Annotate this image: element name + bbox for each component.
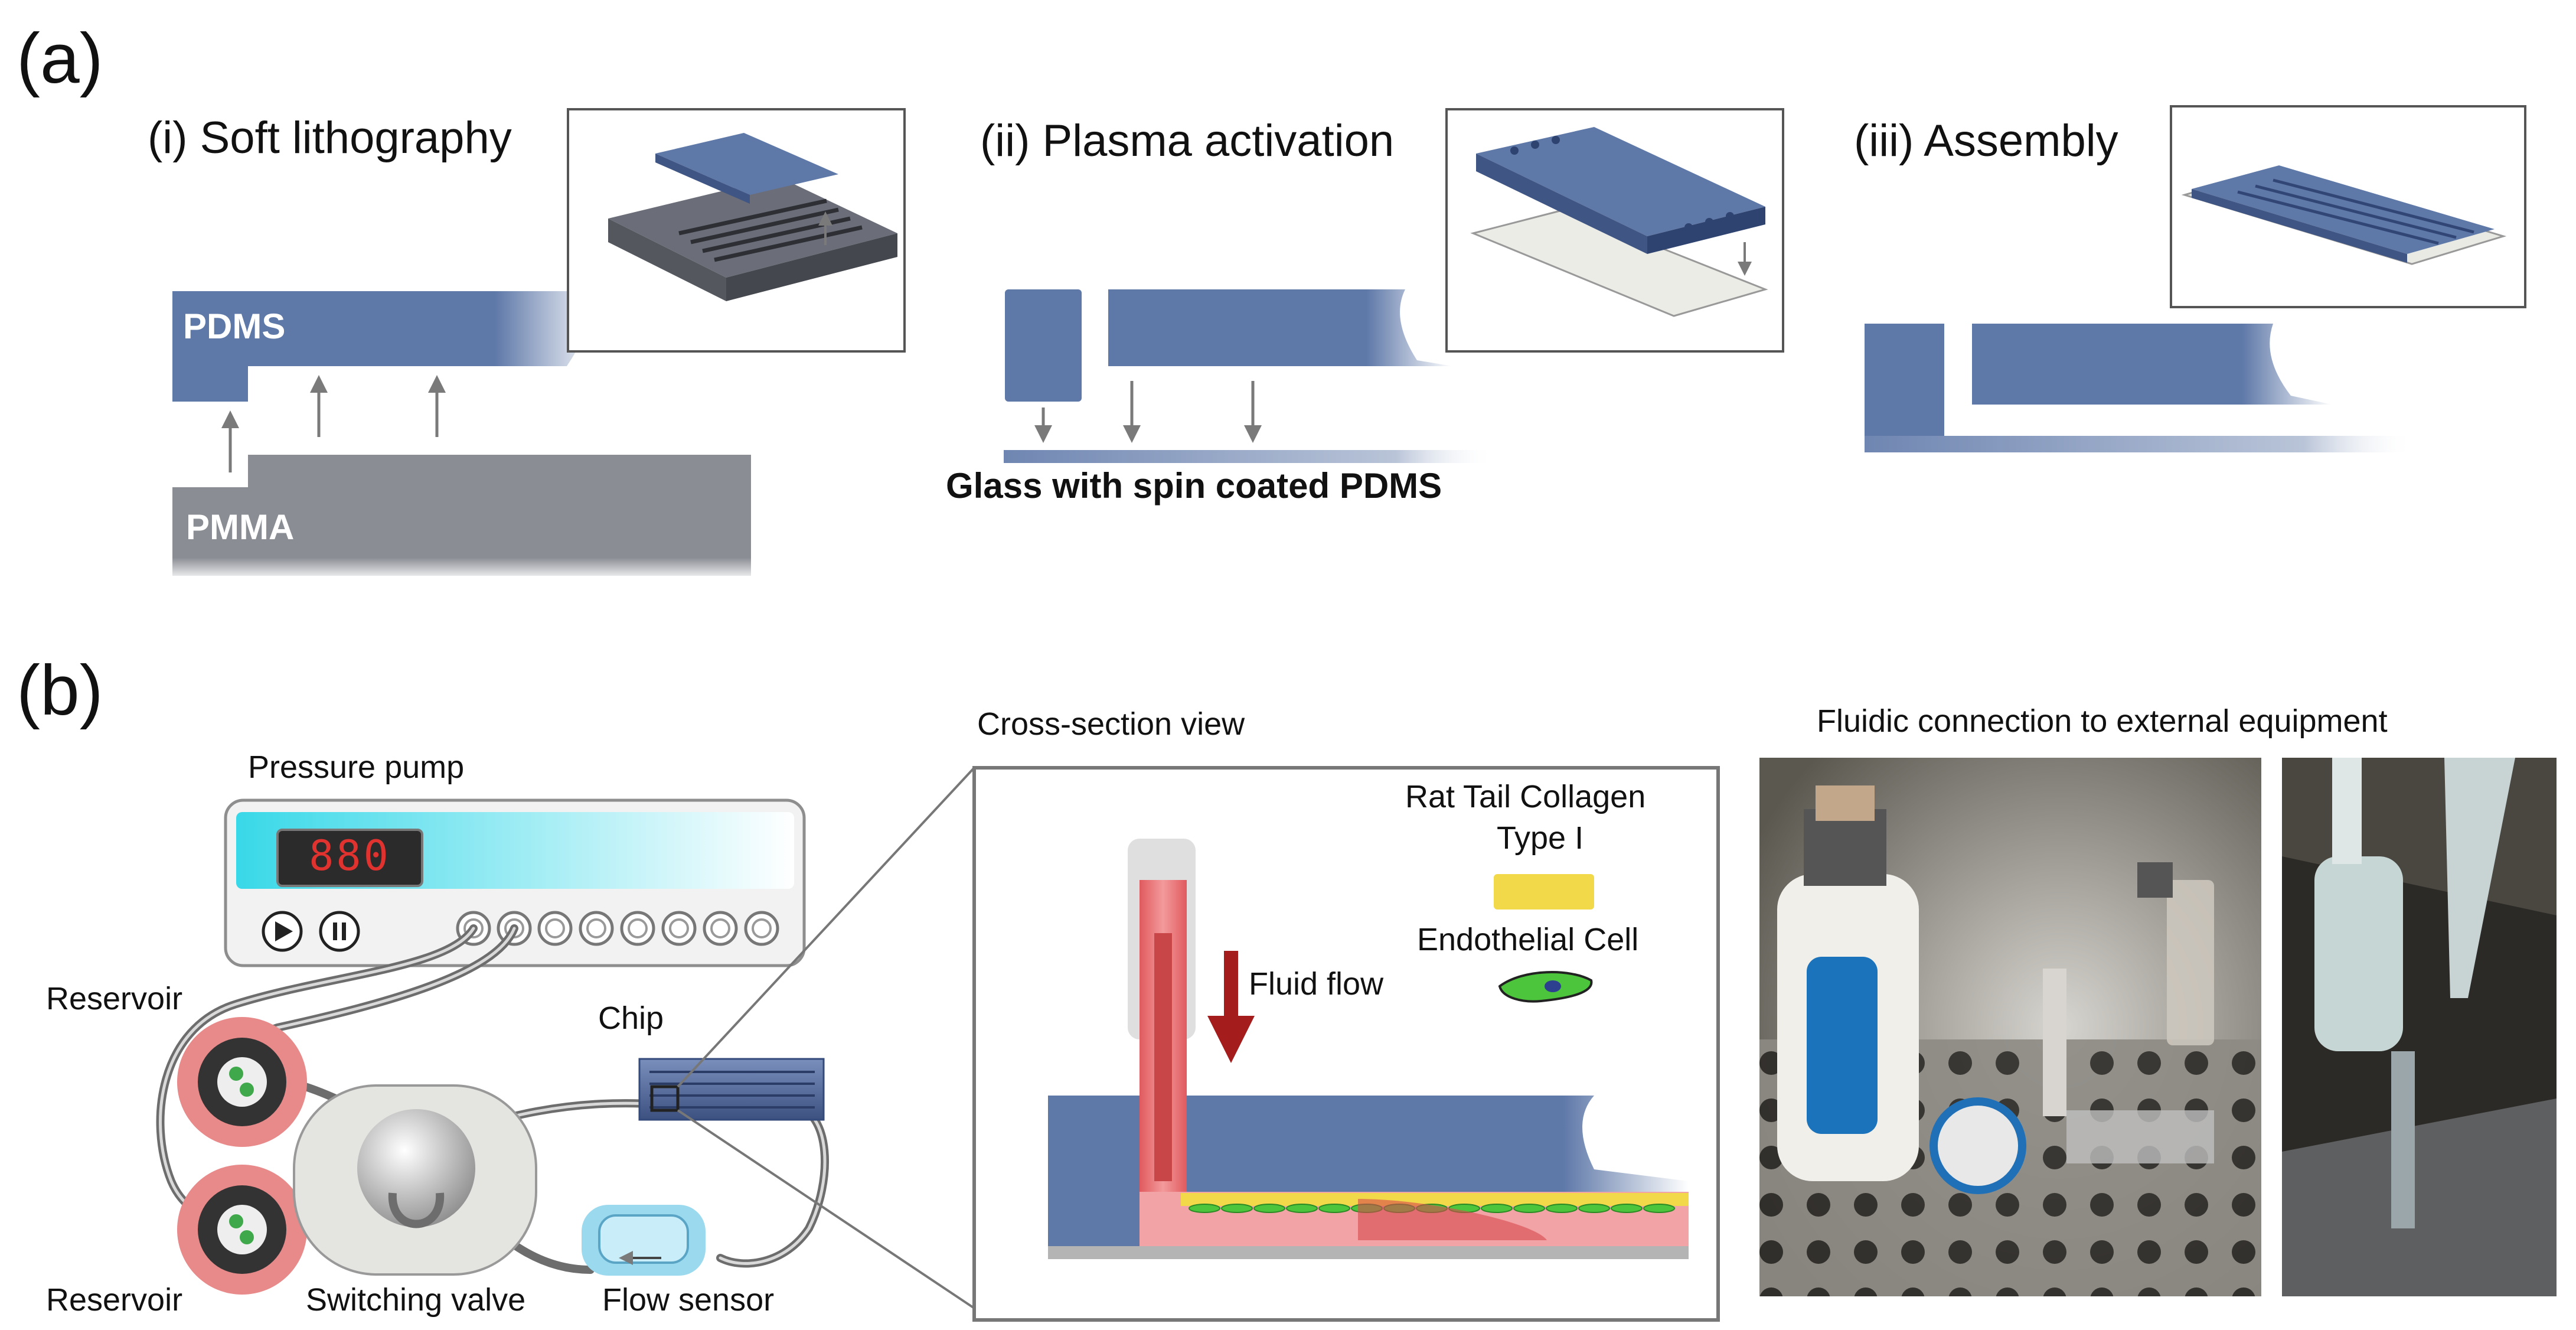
switching-valve: [293, 1084, 537, 1276]
glass-label: Glass with spin coated PDMS: [946, 466, 1442, 506]
plasma-activation-step: [1004, 108, 1784, 463]
collagen-legend-line1: Rat Tail Collagen: [1405, 779, 1646, 814]
pdms-layer: [172, 291, 602, 402]
pump-display: [276, 829, 423, 887]
chip-label: Chip: [598, 1000, 664, 1036]
pmma-mold: [172, 455, 751, 576]
chip: [638, 1058, 825, 1121]
assembled-glass: [1865, 436, 2414, 452]
panel-b-letter: (b): [17, 651, 103, 730]
pdms-inlet-block: [1005, 289, 1082, 402]
cross-section-box: [972, 766, 1720, 1322]
fluid-flow-label: Fluid flow: [1249, 966, 1384, 1002]
glass-slide: [1004, 450, 1494, 463]
flow-sensor-label: Flow sensor: [602, 1282, 775, 1318]
step2-title: (ii) Plasma activation: [980, 116, 1395, 166]
chip-zoom-marker: [650, 1085, 680, 1112]
reservoir-top-label: Reservoir: [46, 981, 183, 1016]
pressure-pump: [224, 798, 806, 967]
soft-lithography-step: [172, 108, 906, 576]
reservoir-bottom: [177, 1165, 307, 1295]
flow-sensor: [582, 1205, 706, 1276]
pdms-label: PDMS: [183, 307, 286, 346]
reservoir-top: [177, 1017, 307, 1147]
pause-button: [319, 911, 360, 952]
pump-display-value: 880: [309, 832, 391, 880]
step3-title: (iii) Assembly: [1854, 116, 2118, 166]
collagen-swatch: [1494, 874, 1594, 910]
assembly-step: [1865, 105, 2526, 452]
reservoir-bottom-label: Reservoir: [46, 1282, 183, 1318]
collagen-legend-line2: Type I: [1497, 820, 1584, 856]
switching-valve-label: Switching valve: [306, 1282, 526, 1318]
panel-a-letter: (a): [17, 19, 103, 98]
assembled-inlet-block: [1865, 324, 1944, 442]
pdms-channel-block: [1108, 289, 1452, 366]
cross-section-title: Cross-section view: [977, 706, 1245, 742]
step1-title: (i) Soft lithography: [148, 113, 512, 163]
pump-label: Pressure pump: [248, 749, 465, 785]
photo-right: [2282, 758, 2557, 1296]
pmma-label: PMMA: [186, 507, 295, 547]
photos-title: Fluidic connection to external equipment: [1817, 703, 2388, 739]
assembled-channel-block: [1972, 324, 2332, 405]
photo-left: [1759, 758, 2261, 1296]
endothelial-legend: Endothelial Cell: [1417, 922, 1639, 957]
